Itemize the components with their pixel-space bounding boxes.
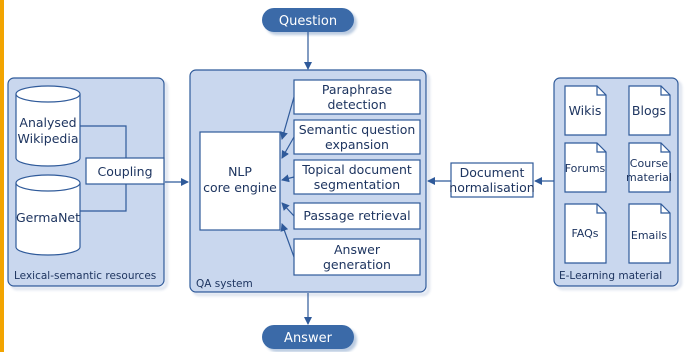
lexical-semantic-panel-title: Lexical-semantic resources xyxy=(14,270,156,282)
e-learning-panel-title: E-Learning material xyxy=(559,270,662,282)
arrow-retrieval-to-core xyxy=(281,202,295,217)
module-4-line1: Passage retrieval xyxy=(303,208,410,223)
core-line2: core engine xyxy=(203,180,277,195)
module-5-line1: Answer xyxy=(334,242,381,257)
answer-node: Answer xyxy=(262,325,354,349)
doc-faqs-label: FAQs xyxy=(571,227,598,240)
module-3-line1: Topical document xyxy=(301,162,412,177)
db2-coupling-connector xyxy=(80,184,127,212)
question-node: Question xyxy=(262,8,354,32)
doc-wikis-label: Wikis xyxy=(569,103,602,118)
doc-blogs: Blogs xyxy=(628,85,671,136)
qa-system-panel: QA system NLP core engine Paraphrase det… xyxy=(189,69,427,293)
question-label: Question xyxy=(279,14,337,29)
doc-course-line2: material xyxy=(626,171,672,184)
module-passage-retrieval: Passage retrieval xyxy=(293,202,421,230)
arrow-generation-to-core xyxy=(280,223,295,258)
germanet-db: GermaNet xyxy=(15,174,81,256)
answer-label: Answer xyxy=(284,331,333,346)
core-line1: NLP xyxy=(228,164,252,179)
arrow-segmentation-to-core xyxy=(281,174,295,183)
module-topical-document-segmentation: Topical document segmentation xyxy=(293,159,421,195)
arrow-paraphrase-to-core xyxy=(280,96,295,140)
coupling-box: Coupling xyxy=(85,157,165,185)
qa-system-panel-title: QA system xyxy=(196,278,253,290)
doc-course-line1: Course xyxy=(630,157,669,170)
doc-wikis: Wikis xyxy=(564,85,607,136)
doc-emails: Emails xyxy=(628,203,671,264)
e-learning-panel: E-Learning material Wikis Blogs Forums C… xyxy=(553,77,679,287)
arrow-expansion-to-core xyxy=(281,136,295,159)
analysed-wikipedia-db: Analysed Wikipedia xyxy=(15,85,81,167)
module-2-line2: expansion xyxy=(325,137,389,152)
module-answer-generation: Answer generation xyxy=(293,238,421,276)
module-2-line1: Semantic question xyxy=(299,122,416,137)
doc-forums-label: Forums xyxy=(565,162,606,175)
nlp-core-engine: NLP core engine xyxy=(199,131,281,231)
doc-forums: Forums xyxy=(564,142,607,193)
normalisation-line1: Document xyxy=(460,165,525,180)
db1-line2: Wikipedia xyxy=(18,131,79,146)
module-semantic-question-expansion: Semantic question expansion xyxy=(293,119,421,155)
module-5-line2: generation xyxy=(323,257,391,272)
db1-coupling-connector xyxy=(80,125,127,158)
db1-line1: Analysed xyxy=(19,115,76,130)
doc-emails-label: Emails xyxy=(631,229,668,242)
document-normalisation-box: Document normalisation xyxy=(449,162,535,198)
db2-label: GermaNet xyxy=(16,210,80,225)
module-1-line1: Paraphrase xyxy=(322,82,393,97)
doc-course-material: Course material xyxy=(626,142,672,193)
module-3-line2: segmentation xyxy=(314,177,400,192)
left-accent-strip xyxy=(0,0,4,352)
doc-blogs-label: Blogs xyxy=(632,103,666,118)
module-paraphrase-detection: Paraphrase detection xyxy=(293,79,421,115)
coupling-label: Coupling xyxy=(97,164,152,179)
normalisation-line2: normalisation xyxy=(449,180,534,195)
doc-faqs: FAQs xyxy=(564,203,607,264)
lexical-semantic-panel: Lexical-semantic resources Analysed Wiki… xyxy=(7,77,165,287)
module-1-line2: detection xyxy=(327,97,386,112)
